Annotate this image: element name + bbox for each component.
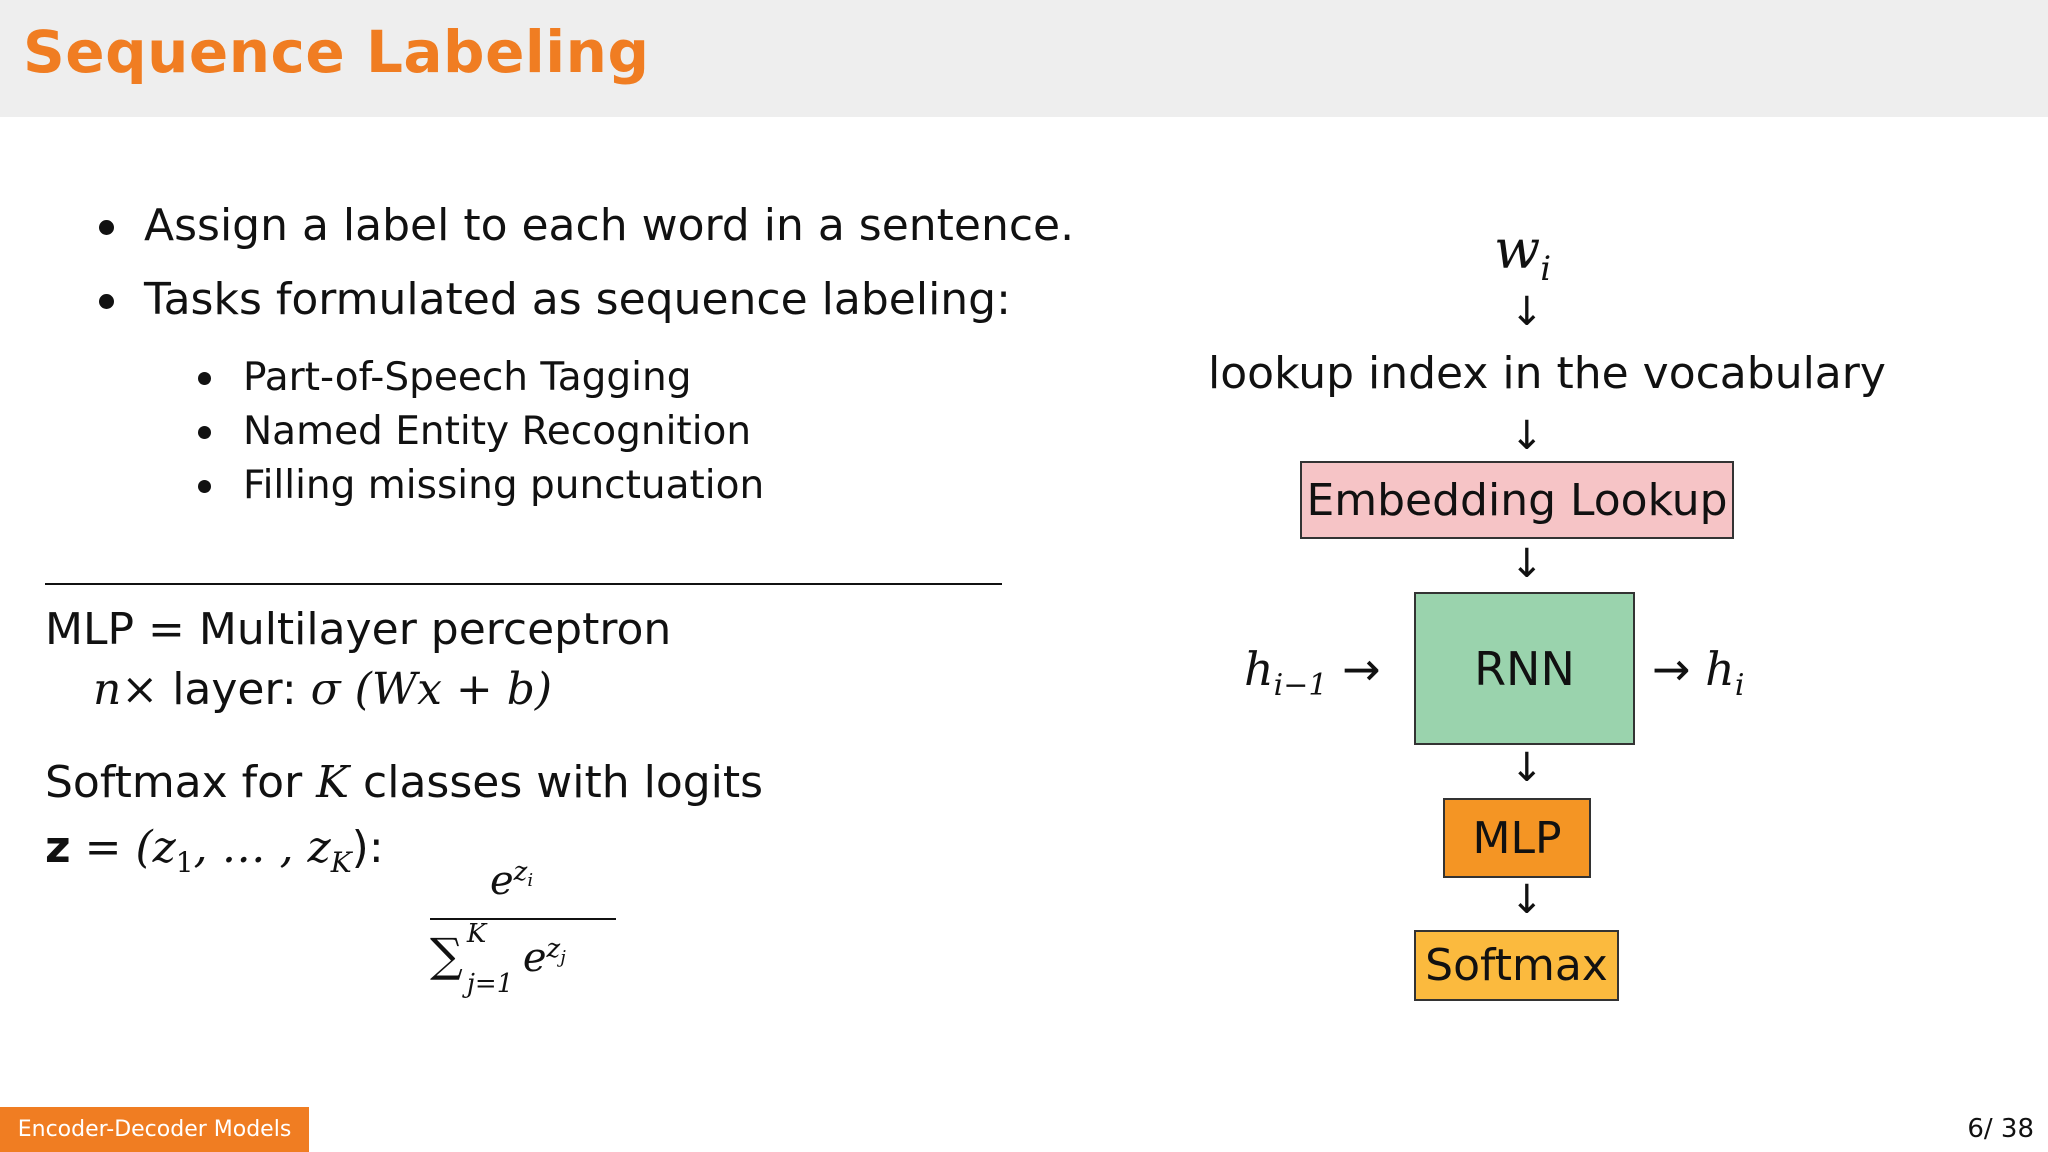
input-base: w bbox=[1494, 218, 1541, 281]
title-bar: Sequence Labeling bbox=[0, 0, 2048, 117]
sub-bullet-2: Named Entity Recognition bbox=[243, 409, 752, 454]
mlp-layer-times: × bbox=[121, 664, 159, 715]
logits-definition: z = (z1, … , zK): bbox=[45, 822, 384, 876]
slide-title: Sequence Labeling bbox=[23, 18, 650, 86]
softmax-box: Softmax bbox=[1414, 930, 1619, 1001]
den-sup-z: z bbox=[546, 933, 561, 964]
sum-symbol: ∑ bbox=[430, 928, 463, 982]
den-sup-j: j bbox=[560, 946, 566, 968]
arrow-right-in: → bbox=[1342, 642, 1381, 696]
arrow-down-3: ↓ bbox=[1510, 541, 1544, 587]
z-end: ): bbox=[351, 822, 384, 873]
num-sup: zi bbox=[513, 856, 533, 890]
rnn-box: RNN bbox=[1414, 592, 1635, 745]
bullet-2: Tasks formulated as sequence labeling: bbox=[144, 274, 1011, 325]
den-base: e bbox=[522, 935, 547, 981]
bullet-dot-1 bbox=[99, 220, 114, 235]
mlp-layer-word: layer: bbox=[158, 664, 297, 715]
mlp-label: MLP bbox=[1472, 812, 1562, 864]
mlp-box: MLP bbox=[1443, 798, 1591, 878]
input-word: wi bbox=[1494, 218, 1551, 286]
sub-bullet-1: Part-of-Speech Tagging bbox=[243, 355, 692, 400]
z-mid: , … , z bbox=[193, 822, 331, 873]
embedding-lookup-box: Embedding Lookup bbox=[1300, 461, 1734, 539]
softmax-k: K bbox=[316, 757, 350, 808]
arrow-down-4: ↓ bbox=[1510, 745, 1544, 791]
rnn-label: RNN bbox=[1474, 641, 1575, 696]
arrow-down-5: ↓ bbox=[1510, 877, 1544, 923]
sub-bullet-dot-2 bbox=[198, 426, 211, 439]
mlp-layer-line: n× layer: σ (Wx + b) bbox=[93, 664, 552, 715]
lookup-label: lookup index in the vocabulary bbox=[1208, 348, 1886, 399]
num-sup-i: i bbox=[527, 869, 534, 891]
footer-section: Encoder-Decoder Models bbox=[0, 1107, 309, 1152]
hidden-next: → hi bbox=[1652, 642, 1744, 701]
sum-upper: K bbox=[466, 919, 487, 949]
arrow-down-1: ↓ bbox=[1510, 289, 1544, 335]
z-def: = (z bbox=[70, 822, 176, 873]
arrow-right-out: → bbox=[1652, 642, 1691, 696]
bullet-dot-2 bbox=[99, 294, 114, 309]
hidden-prev: hi−1 → bbox=[1244, 642, 1381, 701]
h-next-base: h bbox=[1705, 642, 1735, 696]
embedding-label: Embedding Lookup bbox=[1306, 474, 1728, 526]
input-sub: i bbox=[1540, 248, 1552, 289]
page-number: 6/ 38 bbox=[1967, 1114, 2034, 1144]
softmax-line-1: Softmax for K classes with logits bbox=[45, 757, 763, 808]
mlp-layer-formula: σ (Wx + b) bbox=[310, 664, 553, 715]
h-prev-sub: i−1 bbox=[1273, 668, 1328, 704]
footer-section-label: Encoder-Decoder Models bbox=[17, 1117, 292, 1142]
fraction-bar bbox=[430, 918, 616, 920]
mlp-definition: MLP = Multilayer perceptron bbox=[45, 604, 672, 655]
num-sup-z: z bbox=[513, 856, 528, 887]
z-sub-1: 1 bbox=[175, 845, 194, 879]
h-prev-base: h bbox=[1244, 642, 1274, 696]
softmax-label: Softmax bbox=[1425, 940, 1608, 991]
h-next-sub: i bbox=[1734, 668, 1745, 704]
sub-bullet-dot-1 bbox=[198, 372, 211, 385]
sub-bullet-dot-3 bbox=[198, 480, 211, 493]
softmax-text-b: classes with logits bbox=[363, 757, 764, 808]
z-sub-k: K bbox=[330, 845, 352, 879]
den-sup: zj bbox=[546, 933, 566, 967]
softmax-text-a: Softmax for bbox=[45, 757, 303, 808]
sum-lower: j=1 bbox=[466, 969, 514, 999]
divider-line bbox=[45, 583, 1002, 585]
fraction-numerator: ezi bbox=[490, 858, 533, 904]
mlp-layer-n: n bbox=[93, 664, 122, 715]
sub-bullet-3: Filling missing punctuation bbox=[243, 463, 765, 508]
z-bold: z bbox=[45, 822, 71, 873]
num-base: e bbox=[490, 858, 514, 904]
arrow-down-2: ↓ bbox=[1510, 413, 1544, 459]
bullet-1: Assign a label to each word in a sentenc… bbox=[144, 200, 1075, 251]
